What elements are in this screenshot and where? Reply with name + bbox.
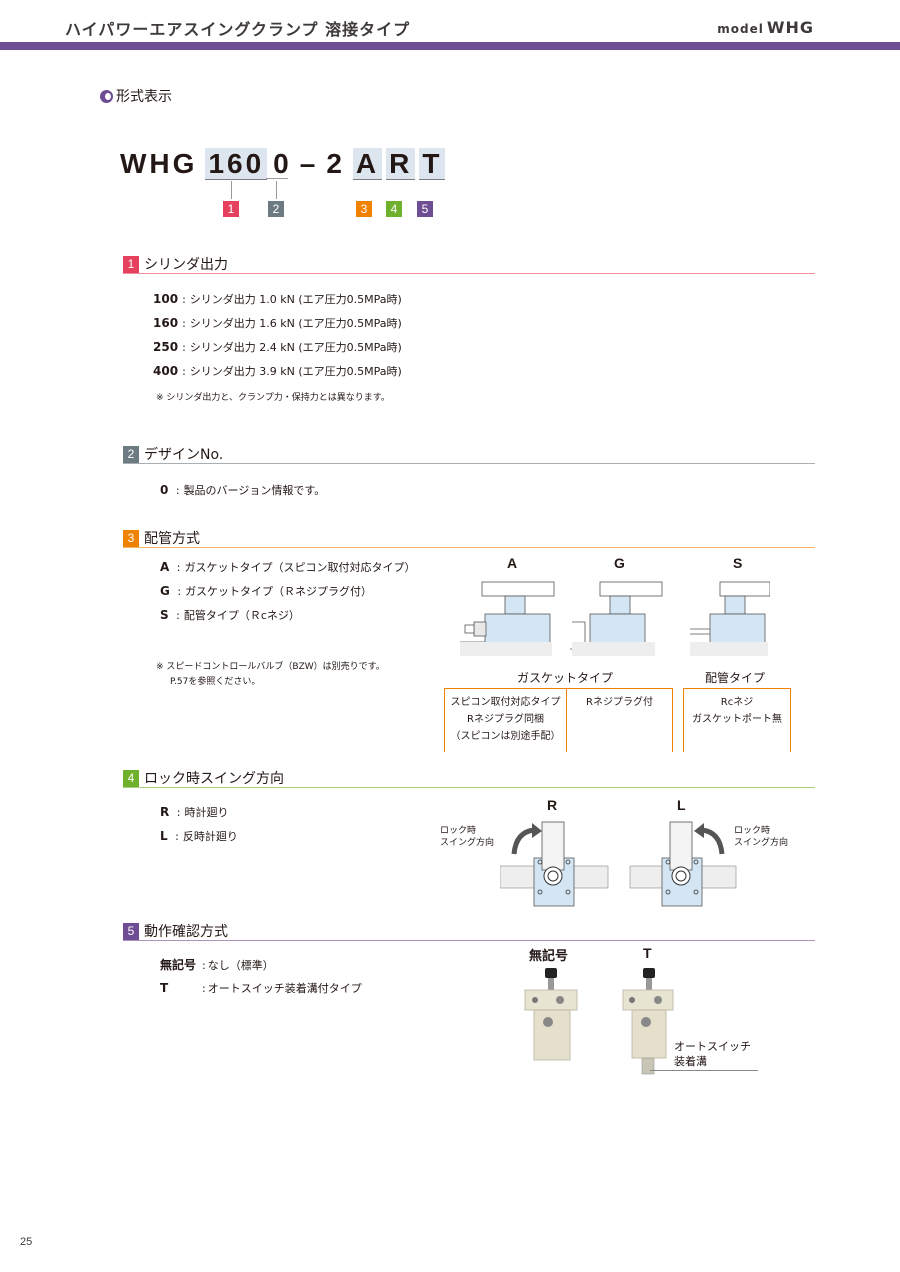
piping-drawing-a	[460, 581, 555, 656]
code-seg-fixed: 2	[326, 148, 345, 179]
list-item: 400:シリンダ出力 3.9 kN (エア圧力0.5MPa時)	[153, 364, 402, 378]
figure-label: L	[677, 797, 686, 813]
section-note: ※ シリンダ出力と、クランプ力・保持力とは異なります。	[156, 393, 390, 403]
list-item: 250:シリンダ出力 2.4 kN (エア圧力0.5MPa時)	[153, 340, 402, 354]
code-underline	[266, 178, 288, 179]
section-rule	[123, 547, 815, 548]
list-item: 無記号:なし（標準）	[160, 958, 274, 972]
callout-line	[650, 1070, 758, 1071]
table-cell-g: Rネジプラグ付	[586, 697, 653, 708]
list-item: R :時計廻り	[160, 805, 229, 819]
index-badge-4: 4	[386, 201, 402, 217]
pipe-table	[683, 688, 791, 752]
section-title-design: 2 デザインNo.	[123, 445, 223, 463]
index-badge-5: 5	[417, 201, 433, 217]
model-name: WHG	[766, 18, 814, 37]
figure-label: G	[614, 555, 625, 571]
list-item: 160:シリンダ出力 1.6 kN (エア圧力0.5MPa時)	[153, 316, 402, 330]
bullet-icon	[100, 89, 113, 103]
section-title-text: シリンダ出力	[144, 257, 228, 273]
section-rule	[123, 463, 815, 464]
list-item: 0 :製品のバージョン情報です。	[160, 483, 326, 497]
piping-drawings	[460, 581, 770, 656]
section-title-text: ロック時スイング方向	[144, 771, 284, 787]
group-label-pipe: 配管タイプ	[705, 671, 766, 685]
clamp-photo-standard	[524, 968, 578, 1061]
code-seg-confirm: T	[419, 148, 446, 180]
section-title-text: 配管方式	[144, 531, 200, 547]
index-badge-1: 1	[223, 201, 239, 217]
code-seg-design: 0	[273, 148, 292, 179]
section-number: 1	[123, 255, 139, 273]
swing-label-l: ロック時 スイング方向	[734, 826, 789, 848]
group-label-gasket: ガスケットタイプ	[517, 671, 614, 685]
list-item: 100:シリンダ出力 1.0 kN (エア圧力0.5MPa時)	[153, 292, 402, 306]
code-prefix: WHG	[120, 148, 198, 179]
section-title-text: デザインNo.	[144, 447, 224, 463]
index-badge-2: 2	[268, 201, 284, 217]
swing-drawing-r	[500, 821, 609, 907]
swing-drawing-l	[629, 821, 737, 907]
code-seg-piping: A	[352, 148, 383, 180]
section-title-swing: 4 ロック時スイング方向	[123, 769, 284, 787]
list-item: S :配管タイプ（Ｒcネジ）	[160, 608, 300, 622]
code-dash: –	[299, 148, 319, 179]
section-number: 3	[123, 529, 139, 547]
section-rule	[123, 273, 815, 274]
connector-line	[276, 181, 277, 199]
list-item: L :反時計廻り	[160, 829, 238, 843]
index-badge-3: 3	[356, 201, 372, 217]
list-item: T:オートスイッチ装着溝付タイプ	[160, 981, 362, 995]
piping-drawing-s	[690, 581, 770, 656]
page-number: 25	[20, 1236, 33, 1248]
section-rule	[123, 940, 815, 941]
model-prefix: model	[717, 22, 764, 36]
section-note: P.57を参照ください。	[170, 677, 261, 687]
table-cell-a: スピコン取付対応タイプ Rネジプラグ同梱 （スピコンは別途手配）	[450, 697, 561, 742]
section-rule	[123, 787, 815, 788]
piping-drawing-g	[570, 581, 663, 656]
clamp-photos	[524, 968, 674, 1075]
section-number: 4	[123, 769, 139, 787]
code-seg-output: 160	[205, 148, 268, 180]
section-number: 5	[123, 922, 139, 940]
header-title: ハイパワーエアスイングクランプ 溶接タイプ	[65, 20, 411, 39]
figure-label: R	[547, 797, 558, 813]
section-note: ※ スピードコントロールバルブ（BZW）は別売りです。	[156, 662, 385, 672]
table-divider	[566, 688, 567, 752]
swing-drawings	[500, 821, 737, 907]
figure-label: 無記号	[529, 949, 569, 964]
callout-label: オートスイッチ 装着溝	[674, 1040, 751, 1068]
code-seg-swing: R	[386, 148, 416, 180]
clamp-photo-t	[622, 968, 674, 1075]
figure-label: A	[507, 555, 518, 571]
section-title-output: 1 シリンダ出力	[123, 255, 228, 273]
section-title-confirm: 5 動作確認方式	[123, 922, 228, 940]
list-item: G :ガスケットタイプ（Ｒネジプラグ付）	[160, 584, 373, 598]
list-item: A :ガスケットタイプ（スピコン取付対応タイプ）	[160, 560, 416, 574]
section-title-piping: 3 配管方式	[123, 529, 200, 547]
connector-line	[231, 181, 232, 199]
header-bar	[0, 42, 900, 50]
figure-label: S	[733, 555, 743, 571]
gasket-table	[444, 688, 673, 752]
section-title-text: 動作確認方式	[144, 924, 228, 940]
page-heading-text: 形式表示	[116, 89, 172, 105]
figure-label: T	[643, 945, 652, 961]
page-heading: 形式表示	[100, 86, 172, 106]
model-code: WHG 160 0 – 2 A R T	[120, 148, 447, 180]
table-cell-s: Rcネジ ガスケットポート無	[692, 697, 782, 725]
section-number: 2	[123, 445, 139, 463]
swing-label-r: ロック時 スイング方向	[440, 826, 495, 848]
